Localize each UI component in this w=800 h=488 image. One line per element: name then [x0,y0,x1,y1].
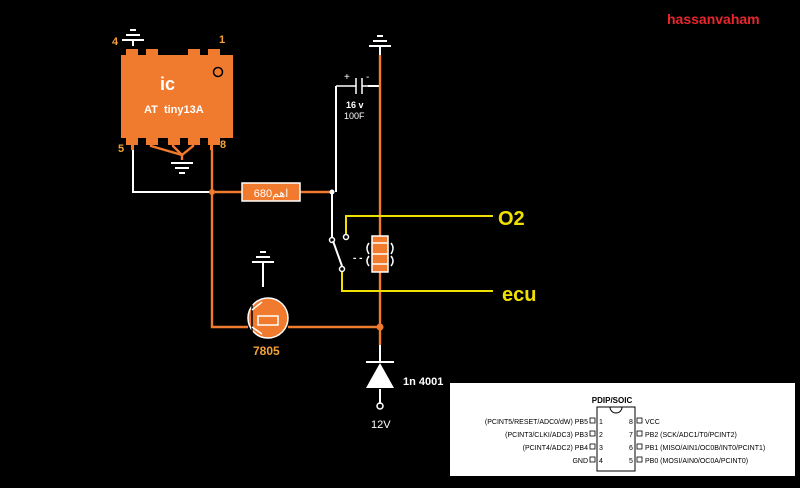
wires-orange [149,55,382,345]
pinout-left-name-2: (PCINT3/CLKI/ADC3) PB3 [505,432,588,439]
supply-label: 12V [371,419,391,431]
pinout-left-num-3: 3 [599,445,603,452]
ic-pin-label-8: 8 [220,139,226,151]
diode-symbol [366,345,394,410]
diode-label: 1n 4001 [403,376,443,388]
pinout-right-num-7: 7 [629,432,633,439]
wires-yellow [341,215,493,292]
regulator-7805 [247,297,289,339]
ic-pin-label-5: 5 [118,143,124,155]
junction-dots [329,189,335,195]
pinout-left-num-4: 4 [599,458,603,465]
output-ecu-label: ecu [502,284,536,306]
ground-icon [171,162,193,174]
capacitor-value: 100F [344,111,365,121]
pinout-left-num-2: 2 [599,432,603,439]
pinout-panel: PDIP/SOIC (PCINT5/RESET/ADC0/dW) PB5 1 (… [450,383,795,476]
pin1-marker-icon [212,66,224,78]
pinout-right-name-8: VCC [645,419,660,426]
resistor-label: اهم680 [254,188,289,200]
ic-pin-label-1: 1 [219,34,225,46]
pinout-right-name-6: PB1 (MISO/AIN1/OC0B/INT0/PCINT1) [645,445,765,452]
junction-dots-orange [209,189,384,331]
pinout-left-name-3: (PCINT4/ADC2) PB4 [523,445,588,452]
pinout-left-pins [589,417,596,463]
pinout-left-name-1: (PCINT5/RESET/ADC0/dW) PB5 [485,419,588,426]
relay-coil-marks: - - [353,253,362,264]
ground-icon [122,29,144,41]
relay: - - [328,233,394,273]
capacitor-symbol [336,78,368,94]
ic-part-label: AT tiny13A [144,104,204,116]
output-o2-label: O2 [498,208,525,230]
ground-icon [369,35,391,47]
capacitor-voltage: 16 v [346,100,364,110]
pinout-right-num-6: 6 [629,445,633,452]
pinout-right-num-5: 5 [629,458,633,465]
ic-title: ic [160,74,175,94]
capacitor-plus: + [344,72,350,83]
watermark-text: hassanvaham [667,11,760,27]
pinout-right-pins [636,417,643,463]
pinout-left-num-1: 1 [599,419,603,426]
resistor: اهم680 [241,182,301,202]
pinout-right-name-5: PB0 (MOSI/AIN0/OC0A/PCINT0) [645,458,748,465]
regulator-label: 7805 [253,344,280,358]
pinout-right-num-8: 8 [629,419,633,426]
pinout-left-name-4: GND [572,458,588,465]
pinout-right-name-7: PB2 (SCK/ADC1/T0/PCINT2) [645,432,737,439]
ground-icon [252,251,274,263]
ic-chip: ic AT tiny13A [121,49,233,150]
ic-pin-label-4: 4 [112,36,119,48]
pinout-title: PDIP/SOIC [592,396,633,405]
supply-terminal-icon [376,402,384,410]
capacitor-minus: - [366,72,369,83]
